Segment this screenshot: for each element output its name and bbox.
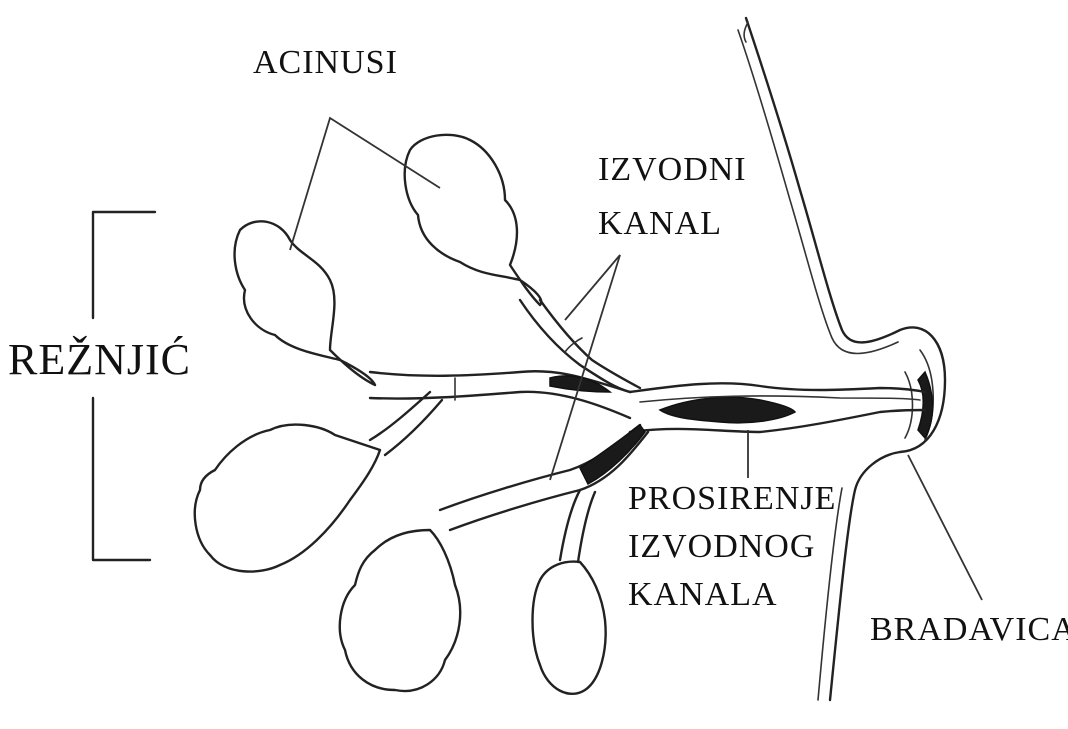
branch-ducts bbox=[370, 300, 648, 562]
leader-acini bbox=[290, 118, 440, 250]
label-acini: ACINUSI bbox=[253, 46, 398, 80]
acinus-top bbox=[405, 135, 542, 305]
nipple-shape bbox=[905, 350, 933, 440]
label-sinus-line1: PROSIRENJE bbox=[628, 482, 836, 516]
label-nipple: BRADAVICA bbox=[870, 613, 1068, 647]
acini bbox=[195, 135, 606, 694]
main-duct bbox=[630, 383, 925, 432]
acinus-bottom-right bbox=[533, 562, 606, 694]
label-duct-line1: IZVODNI bbox=[598, 153, 747, 187]
label-sinus-line3: KANALA bbox=[628, 578, 778, 612]
duct-sinus-fill bbox=[660, 397, 795, 423]
label-duct-line2: KANAL bbox=[598, 207, 722, 241]
acinus-lower-left bbox=[195, 425, 380, 572]
leader-duct bbox=[550, 255, 620, 480]
leader-nipple bbox=[908, 455, 982, 600]
label-sinus-line2: IZVODNOG bbox=[628, 530, 815, 564]
lobule-bracket bbox=[93, 212, 155, 560]
label-lobule: REŽNJIĆ bbox=[8, 338, 191, 382]
acinus-bottom bbox=[340, 530, 460, 691]
acinus-upper-left bbox=[235, 221, 375, 385]
